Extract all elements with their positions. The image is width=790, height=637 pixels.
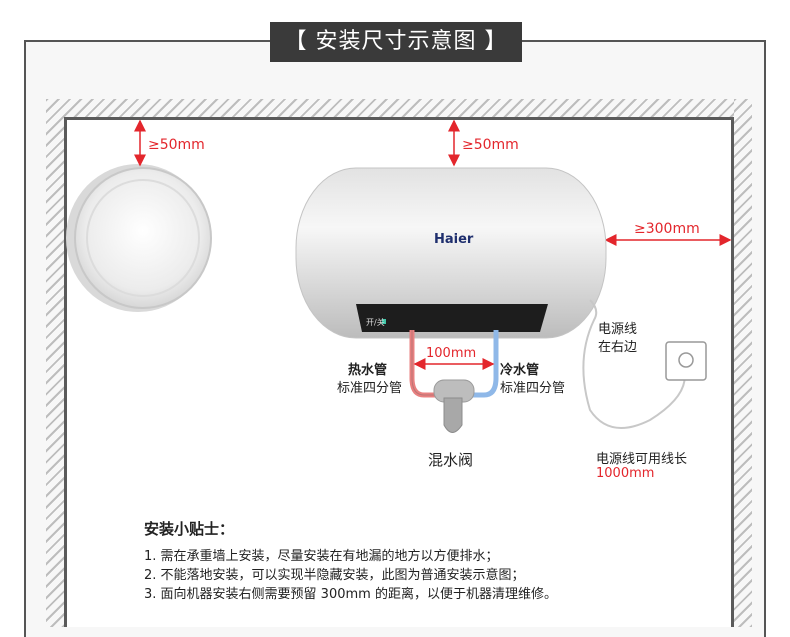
- panel-text: 开/关: [366, 318, 385, 327]
- valve-label: 混水阀: [428, 451, 474, 469]
- dim-side-label: ≥300mm: [634, 221, 700, 237]
- page-title: 【 安装尺寸示意图 】: [270, 22, 522, 62]
- wall-hatch-right: [734, 99, 752, 627]
- dim-top-right-label: ≥50mm: [462, 137, 519, 153]
- hot-pipe-sub: 标准四分管: [337, 381, 403, 396]
- cold-pipe-title: 冷水管: [500, 363, 540, 378]
- brand-logo: Haier: [434, 232, 474, 247]
- heater-end-view: [66, 164, 212, 312]
- power-line1: 电源线: [598, 322, 638, 337]
- wall-hatch-left: [46, 99, 64, 627]
- dim-top-left-label: ≥50mm: [148, 137, 205, 153]
- hot-pipe-title: 热水管: [348, 363, 388, 378]
- control-panel: [356, 304, 548, 332]
- water-heater: [295, 167, 607, 339]
- tip-item-1: 1. 需在承重墙上安装，尽量安装在有地漏的地方以方便排水；: [144, 549, 499, 564]
- power-line2: 在右边: [598, 340, 638, 355]
- cold-pipe: [472, 330, 499, 398]
- mixing-valve-icon: [433, 379, 475, 433]
- power-length-value: 1000mm: [596, 466, 655, 481]
- power-length-label: 电源线可用线长: [596, 452, 688, 467]
- tip-item-2: 2. 不能落地安装，可以实现半隐藏安装，此图为普通安装示意图；: [144, 568, 525, 583]
- install-tips: 安装小贴士： 1. 需在承重墙上安装，尽量安装在有地漏的地方以方便排水； 2. …: [144, 520, 557, 604]
- tip-item-3: 3. 面向机器安装右侧需要预留 300mm 的距离，以便于机器清理维修。: [144, 587, 557, 602]
- dim-pipe-gap-label: 100mm: [426, 346, 477, 361]
- power-cord: [582, 299, 686, 429]
- hot-pipe: [409, 330, 436, 398]
- wall-hatch-top: [46, 99, 752, 117]
- indicator-light-icon: [382, 319, 386, 324]
- power-socket-icon: [665, 341, 707, 381]
- cold-pipe-sub: 标准四分管: [500, 381, 566, 396]
- tips-title: 安装小贴士：: [144, 520, 235, 538]
